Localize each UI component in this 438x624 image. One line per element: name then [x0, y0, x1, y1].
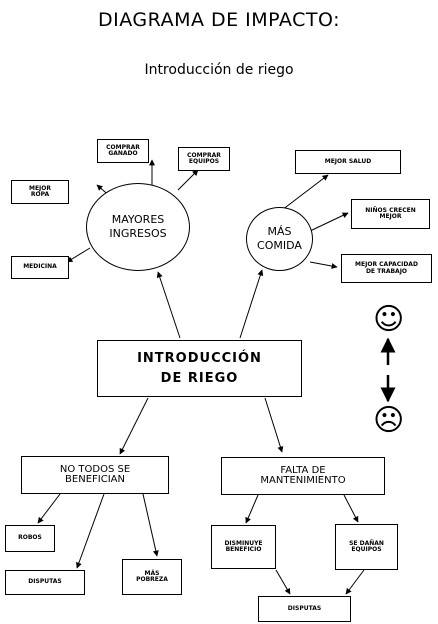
comprar-equipos-box: COMPRAR EQUIPOS	[178, 147, 230, 171]
medicina-box: MEDICINA	[11, 256, 69, 279]
falta-de-mantenimiento-box: FALTA DE MANTENIMIENTO	[221, 457, 385, 495]
mas-pobreza-box: MÁS POBREZA	[122, 559, 182, 595]
robos-box: ROBOS	[5, 525, 55, 552]
mayores-ingresos-hub: MAYORES INGRESOS	[86, 183, 190, 271]
disputas-left-box: DISPUTAS	[5, 570, 85, 595]
mas-comida-hub: MÁS COMIDA	[246, 207, 313, 271]
no-todos-se-benefician-box: NO TODOS SE BENEFICIAN	[21, 456, 169, 494]
disputas-bottom-box: DISPUTAS	[258, 596, 351, 622]
diagram-title: DIAGRAMA DE IMPACTO:	[98, 9, 340, 31]
disminuye-beneficio-box: DISMINUYE BENEFICIO	[211, 525, 276, 569]
mejor-salud-box: MEJOR SALUD	[295, 150, 401, 174]
sad-face-icon: ☹	[373, 403, 405, 438]
comprar-ganado-box: COMPRAR GANADO	[97, 139, 149, 163]
mejor-ropa-box: MEJOR ROPA	[11, 180, 69, 204]
happy-face-icon: ☺	[373, 302, 405, 337]
introduccion-de-riego-box: INTRODUCCIÓN DE RIEGO	[97, 340, 302, 397]
ninos-crecen-box: NIÑOS CRECEN MEJOR	[351, 199, 430, 229]
se-danan-equipos-box: SE DAÑAN EQUIPOS	[335, 524, 398, 570]
mejor-capacidad-box: MEJOR CAPACIDAD DE TRABAJO	[341, 254, 432, 283]
diagram-subtitle: Introducción de riego	[144, 62, 294, 78]
